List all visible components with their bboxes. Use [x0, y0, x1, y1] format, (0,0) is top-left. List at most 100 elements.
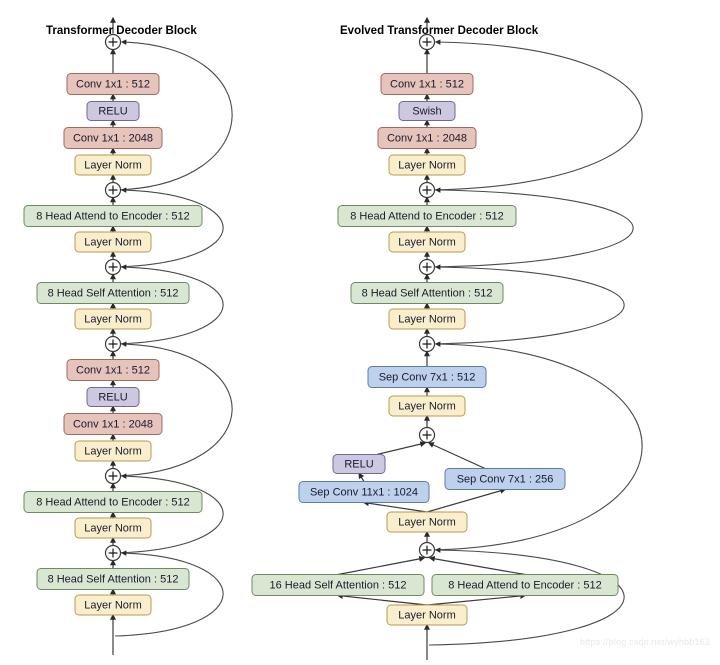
layer-node-box[interactable]: [251, 574, 425, 596]
layer-node[interactable]: Conv 1x1 : 512: [380, 73, 474, 95]
residual-add-node: [418, 33, 436, 51]
layer-node[interactable]: RELU: [332, 454, 386, 474]
layer-node-label: Layer Norm: [398, 236, 455, 248]
layer-node-box[interactable]: [377, 127, 477, 149]
residual-add-node: [418, 181, 436, 199]
layer-node-box[interactable]: [350, 282, 504, 304]
layer-node-box[interactable]: [431, 574, 619, 596]
layer-node-box[interactable]: [388, 231, 466, 253]
layer-node-label: Sep Conv 7x1 : 512: [379, 371, 476, 383]
residual-connection: [114, 341, 233, 477]
layer-node[interactable]: Conv 1x1 : 512: [66, 73, 160, 95]
layer-node[interactable]: 8 Head Self Attention : 512: [36, 282, 190, 304]
layer-node[interactable]: 16 Head Self Attention : 512: [251, 574, 425, 596]
layer-node-label: 8 Head Attend to Encoder : 512: [350, 210, 504, 222]
layer-node[interactable]: Layer Norm: [74, 308, 152, 330]
residual-connection: [114, 473, 224, 554]
layer-node[interactable]: RELU: [86, 387, 140, 407]
layer-node-box[interactable]: [298, 481, 430, 503]
layer-node-label: Layer Norm: [84, 159, 141, 171]
layer-node-box[interactable]: [332, 454, 386, 474]
layer-node-box[interactable]: [398, 101, 456, 121]
layer-node-box[interactable]: [388, 395, 466, 417]
layer-node[interactable]: Layer Norm: [74, 517, 152, 539]
layer-node-label: Layer Norm: [84, 599, 141, 611]
layer-node-box[interactable]: [74, 594, 152, 616]
layer-node[interactable]: 8 Head Attend to Encoder : 512: [23, 491, 203, 513]
layer-node-box[interactable]: [74, 308, 152, 330]
layer-node-label: 8 Head Self Attention : 512: [362, 287, 493, 299]
layer-node-label: Conv 1x1 : 2048: [73, 132, 153, 144]
layer-node-box[interactable]: [444, 468, 566, 490]
layer-node-label: RELU: [98, 105, 127, 117]
layer-node[interactable]: 8 Head Self Attention : 512: [350, 282, 504, 304]
layer-node[interactable]: Swish: [398, 101, 456, 121]
layer-node[interactable]: Layer Norm: [74, 154, 152, 176]
branch-edge-sepconv7-to-add: [427, 442, 486, 470]
layer-node[interactable]: Layer Norm: [388, 395, 466, 417]
layer-node-box[interactable]: [63, 413, 163, 435]
layer-node[interactable]: Conv 1x1 : 512: [66, 359, 160, 381]
layer-node[interactable]: Layer Norm: [388, 154, 466, 176]
layer-node-box[interactable]: [86, 387, 140, 407]
layer-node[interactable]: Layer Norm: [74, 440, 152, 462]
layer-node-box[interactable]: [388, 154, 466, 176]
layer-node-box[interactable]: [74, 231, 152, 253]
layer-node-box[interactable]: [63, 127, 163, 149]
layer-node-box[interactable]: [66, 359, 160, 381]
layer-node[interactable]: 8 Head Attend to Encoder : 512: [431, 574, 619, 596]
layer-node-label: 8 Head Self Attention : 512: [48, 287, 179, 299]
layer-node-label: Layer Norm: [84, 445, 141, 457]
layer-node-box[interactable]: [386, 511, 468, 533]
residual-connection: [428, 39, 643, 191]
layer-node[interactable]: Conv 1x1 : 2048: [377, 127, 477, 149]
layer-node-label: 8 Head Attend to Encoder : 512: [448, 579, 602, 591]
residual-add-node: [418, 258, 436, 276]
layer-node-box[interactable]: [36, 568, 190, 590]
layer-node[interactable]: Sep Conv 11x1 : 1024: [298, 481, 430, 503]
residual-add-node: [104, 33, 122, 51]
layer-node[interactable]: Layer Norm: [386, 604, 468, 626]
layer-node-label: Conv 1x1 : 2048: [387, 132, 467, 144]
layer-node-box[interactable]: [23, 205, 203, 227]
branch-edge-relu-to-add: [376, 441, 427, 456]
layer-node[interactable]: Layer Norm: [388, 308, 466, 330]
layer-node-box[interactable]: [23, 491, 203, 513]
layer-node-box[interactable]: [367, 366, 487, 388]
layer-node-box[interactable]: [36, 282, 190, 304]
layer-node-box[interactable]: [388, 308, 466, 330]
layer-node-box[interactable]: [74, 154, 152, 176]
layer-node-box[interactable]: [386, 604, 468, 626]
layer-node[interactable]: Conv 1x1 : 2048: [63, 413, 163, 435]
layer-node-box[interactable]: [66, 73, 160, 95]
layer-node[interactable]: 8 Head Attend to Encoder : 512: [337, 205, 517, 227]
residual-connection: [114, 550, 224, 637]
layer-node-box[interactable]: [74, 517, 152, 539]
residual-connection: [114, 187, 224, 268]
layer-node-box[interactable]: [380, 73, 474, 95]
layer-node[interactable]: Layer Norm: [386, 511, 468, 533]
branch-edge-ln-to-selfattn16: [336, 593, 428, 606]
edge-layer: [110, 16, 643, 660]
layer-node[interactable]: Sep Conv 7x1 : 512: [367, 366, 487, 388]
layer-node[interactable]: Layer Norm: [388, 231, 466, 253]
layer-node-box[interactable]: [74, 440, 152, 462]
residual-add-node: [418, 335, 436, 353]
layer-node-label: 8 Head Attend to Encoder : 512: [36, 210, 190, 222]
layer-node-box[interactable]: [337, 205, 517, 227]
watermark: https://blog.csdn.net/wyhbb163: [580, 637, 710, 647]
layer-node[interactable]: RELU: [86, 101, 140, 121]
layer-node-label: Conv 1x1 : 512: [76, 78, 150, 90]
layer-node-box[interactable]: [86, 101, 140, 121]
layer-node[interactable]: Sep Conv 7x1 : 256: [444, 468, 566, 490]
residual-add-node: [104, 181, 122, 199]
layer-node[interactable]: Conv 1x1 : 2048: [63, 127, 163, 149]
layer-node[interactable]: 8 Head Self Attention : 512: [36, 568, 190, 590]
layer-node[interactable]: 8 Head Attend to Encoder : 512: [23, 205, 203, 227]
residual-add-node: [104, 258, 122, 276]
layer-node-label: Layer Norm: [84, 313, 141, 325]
layer-node-label: Layer Norm: [398, 516, 455, 528]
layer-node[interactable]: Layer Norm: [74, 594, 152, 616]
layer-node[interactable]: Layer Norm: [74, 231, 152, 253]
